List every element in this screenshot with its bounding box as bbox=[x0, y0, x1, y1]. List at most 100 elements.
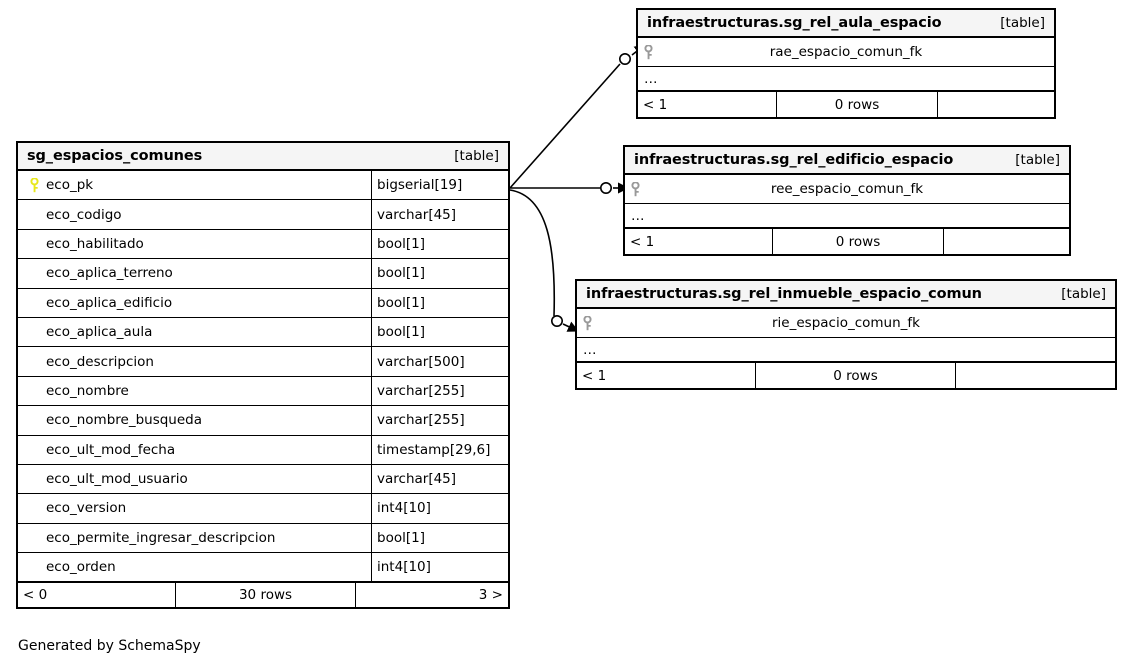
column-name: eco_ult_mod_fecha bbox=[46, 441, 176, 458]
column-type: varchar[255] bbox=[371, 376, 508, 406]
table-row: eco_orden int4[10] bbox=[18, 553, 508, 583]
more-columns-indicator: … bbox=[625, 204, 1069, 229]
column-type: varchar[255] bbox=[371, 406, 508, 435]
column-type: varchar[45] bbox=[371, 464, 508, 494]
table-row: eco_version int4[10] bbox=[18, 494, 508, 524]
column-type: bool[1] bbox=[371, 229, 508, 259]
footer-children-count[interactable]: 3 > bbox=[478, 587, 503, 604]
table-title: infraestructuras.sg_rel_inmueble_espacio… bbox=[586, 286, 982, 302]
column-type: int4[10] bbox=[371, 494, 508, 523]
table-sg-rel-edificio-espacio[interactable]: infraestructuras.sg_rel_edificio_espacio… bbox=[623, 145, 1071, 256]
column-name: eco_version bbox=[46, 500, 127, 517]
table-row: eco_aplica_terreno bool[1] bbox=[18, 259, 508, 289]
table-sg-rel-inmueble-espacio-comun[interactable]: infraestructuras.sg_rel_inmueble_espacio… bbox=[575, 279, 1117, 390]
table-title: sg_espacios_comunes bbox=[27, 148, 203, 164]
table-row: eco_codigo varchar[45] bbox=[18, 200, 508, 230]
footer-row-count: 30 rows bbox=[175, 583, 356, 608]
column-name-cell: eco_aplica_aula bbox=[18, 318, 371, 346]
column-name-cell: eco_nombre bbox=[18, 377, 371, 405]
gray-key-icon bbox=[638, 44, 658, 60]
table-footer: < 1 0 rows bbox=[625, 229, 1069, 254]
column-name-cell: eco_pk bbox=[18, 171, 371, 199]
more-columns-indicator: … bbox=[638, 67, 1054, 92]
yellow-key-icon bbox=[24, 177, 44, 193]
table-sg-rel-aula-espacio[interactable]: infraestructuras.sg_rel_aula_espacio [ta… bbox=[636, 8, 1056, 119]
column-row-foreign-key: rae_espacio_comun_fk bbox=[638, 38, 1054, 67]
column-row-foreign-key: rie_espacio_comun_fk bbox=[577, 309, 1115, 338]
column-name-cell: eco_aplica_terreno bbox=[18, 259, 371, 287]
column-name-cell: eco_habilitado bbox=[18, 230, 371, 258]
table-header: infraestructuras.sg_rel_aula_espacio [ta… bbox=[638, 10, 1054, 38]
edge-to-sg-rel-inmueble-espacio-comun bbox=[509, 189, 580, 332]
table-title: infraestructuras.sg_rel_edificio_espacio bbox=[634, 152, 954, 168]
column-name-cell: eco_aplica_edificio bbox=[18, 289, 371, 317]
table-row: eco_ult_mod_fecha timestamp[29,6] bbox=[18, 435, 508, 465]
footer-children-count[interactable] bbox=[938, 92, 1054, 117]
table-row: eco_aplica_aula bool[1] bbox=[18, 317, 508, 348]
gray-key-icon bbox=[577, 315, 597, 331]
table-row: eco_ult_mod_usuario varchar[45] bbox=[18, 464, 508, 495]
footer-row-count: 0 rows bbox=[772, 229, 944, 254]
footer-row-count: 0 rows bbox=[755, 363, 956, 388]
table-row: eco_permite_ingresar_descripcion bool[1] bbox=[18, 523, 508, 554]
edge-to-sg-rel-edificio-espacio bbox=[510, 182, 630, 195]
column-name-cell: eco_ult_mod_fecha bbox=[18, 436, 371, 464]
table-row: eco_nombre varchar[255] bbox=[18, 376, 508, 407]
column-name: eco_permite_ingresar_descripcion bbox=[46, 529, 276, 546]
generated-by-caption: Generated by SchemaSpy bbox=[18, 638, 201, 654]
column-type: bool[1] bbox=[371, 288, 508, 317]
column-name: eco_codigo bbox=[46, 206, 122, 223]
column-name: eco_orden bbox=[46, 559, 116, 576]
table-header: infraestructuras.sg_rel_edificio_espacio… bbox=[625, 147, 1069, 175]
column-name: eco_aplica_terreno bbox=[46, 265, 173, 282]
table-footer: < 1 0 rows bbox=[577, 363, 1115, 388]
column-type: int4[10] bbox=[371, 553, 508, 582]
table-footer: < 0 30 rows 3 > bbox=[18, 582, 508, 608]
column-name: eco_ult_mod_usuario bbox=[46, 471, 188, 488]
table-kind-label: [table] bbox=[1015, 152, 1060, 168]
column-name-cell: eco_codigo bbox=[18, 200, 371, 228]
footer-parents-count[interactable]: < 0 bbox=[23, 587, 48, 604]
column-type: timestamp[29,6] bbox=[371, 435, 508, 464]
footer-parents-count[interactable]: < 1 bbox=[630, 233, 655, 250]
column-name: eco_aplica_aula bbox=[46, 324, 153, 341]
column-name-cell: eco_permite_ingresar_descripcion bbox=[18, 524, 371, 552]
table-kind-label: [table] bbox=[1061, 286, 1106, 302]
column-name: rie_espacio_comun_fk bbox=[772, 315, 920, 331]
table-row: eco_habilitado bool[1] bbox=[18, 229, 508, 260]
footer-children-count[interactable] bbox=[944, 229, 1069, 254]
column-name: eco_descripcion bbox=[46, 353, 154, 370]
column-name: ree_espacio_comun_fk bbox=[770, 181, 924, 197]
column-type: bigserial[19] bbox=[371, 171, 508, 200]
column-type: bool[1] bbox=[371, 523, 508, 553]
table-header: infraestructuras.sg_rel_inmueble_espacio… bbox=[577, 281, 1115, 309]
column-type: bool[1] bbox=[371, 317, 508, 347]
column-type: varchar[45] bbox=[371, 200, 508, 229]
column-name-cell: eco_nombre_busqueda bbox=[18, 406, 371, 434]
footer-parents-count[interactable]: < 1 bbox=[643, 96, 668, 113]
column-name: eco_nombre_busqueda bbox=[46, 412, 203, 429]
table-kind-label: [table] bbox=[454, 148, 499, 164]
column-name: eco_nombre bbox=[46, 382, 129, 399]
table-row: eco_descripcion varchar[500] bbox=[18, 347, 508, 377]
column-type: bool[1] bbox=[371, 259, 508, 288]
column-name: eco_habilitado bbox=[46, 235, 144, 252]
column-name-cell: eco_ult_mod_usuario bbox=[18, 465, 371, 493]
table-row: eco_nombre_busqueda varchar[255] bbox=[18, 406, 508, 436]
footer-row-count: 0 rows bbox=[776, 92, 938, 117]
table-footer: < 1 0 rows bbox=[638, 92, 1054, 117]
footer-children-count[interactable] bbox=[956, 363, 1115, 388]
column-name-cell: eco_descripcion bbox=[18, 347, 371, 375]
column-row-foreign-key: ree_espacio_comun_fk bbox=[625, 175, 1069, 204]
column-type: varchar[500] bbox=[371, 347, 508, 376]
footer-parents-count[interactable]: < 1 bbox=[582, 367, 607, 384]
column-name-cell: eco_version bbox=[18, 494, 371, 522]
column-name-cell: eco_orden bbox=[18, 553, 371, 581]
column-name: rae_espacio_comun_fk bbox=[769, 44, 923, 60]
gray-key-icon bbox=[625, 181, 645, 197]
